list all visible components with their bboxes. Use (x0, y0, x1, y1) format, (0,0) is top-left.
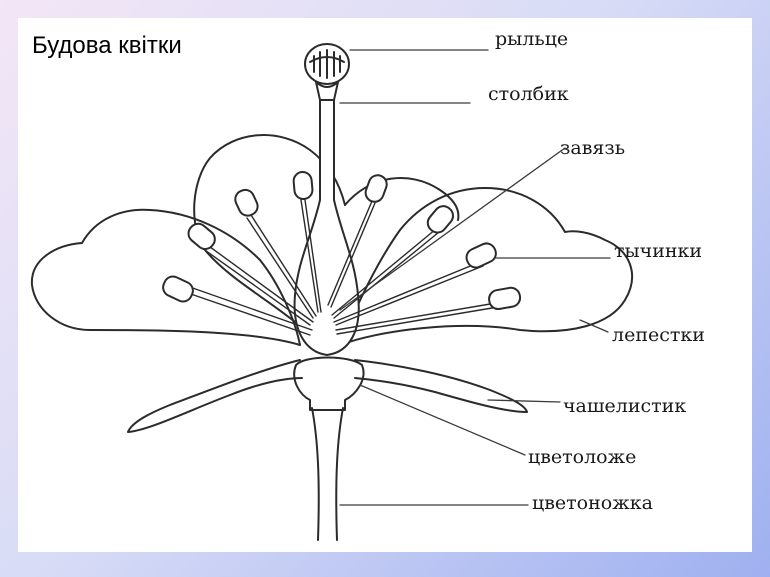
label-style: столбик (488, 83, 569, 105)
label-ovary: завязь (560, 137, 626, 159)
label-receptacle: цветоложе (528, 446, 637, 468)
diagram-panel (18, 18, 752, 552)
sepal-right (354, 359, 528, 413)
label-pedicel: цветоножка (532, 492, 653, 514)
label-petals: лепестки (612, 324, 705, 346)
label-sepal: чашелистик (563, 395, 687, 417)
petal-right (339, 187, 634, 346)
pistil (293, 99, 360, 356)
pedicel (311, 407, 344, 541)
receptacle (293, 356, 365, 411)
label-stamens: тычинки (614, 240, 703, 262)
petal-left (30, 208, 301, 346)
label-stigma: рыльце (495, 28, 569, 50)
sepal-left (127, 359, 303, 433)
diagram-title: Будова квітки (32, 32, 182, 59)
